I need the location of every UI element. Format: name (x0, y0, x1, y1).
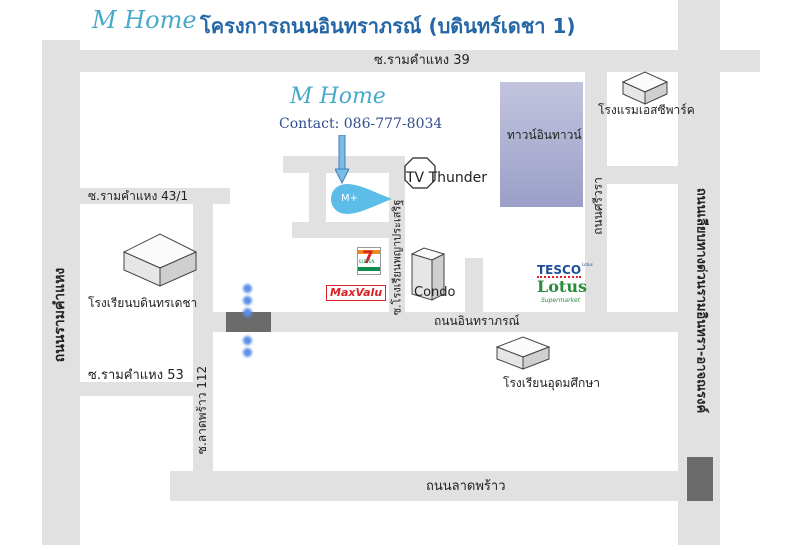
road-intharaporn (193, 312, 678, 332)
label-intharaporn: ถนนอินทราภรณ์ (434, 314, 520, 328)
town-in-town-label: ทาวน์อินทาวน์ (507, 128, 582, 142)
condo-building-icon (410, 247, 446, 301)
contact-phone: Contact: 086-777-8034 (279, 116, 443, 132)
town-in-town-block (500, 82, 583, 207)
intersection-bridge (226, 312, 271, 332)
label-ramkhamhaeng: ถนนรามคำแหง (52, 267, 68, 363)
seven-eleven-stripe-green (358, 267, 380, 271)
header-logo: M Home (92, 6, 197, 34)
seven-eleven-logo: 7 ELEVEN (357, 247, 381, 275)
home-pin-icon (331, 184, 392, 214)
road-ramkhamhaeng (42, 40, 80, 545)
road-soi-ramkhamhaeng-39 (42, 50, 760, 72)
label-soi-43-1: ซ.รามคำแหง 43/1 (88, 189, 189, 203)
traffic-dot (243, 308, 252, 317)
udomsuksa-school-icon (495, 336, 551, 370)
road-project-soi-left (309, 156, 326, 238)
label-soi-53: ซ.รามคำแหง 53 (88, 368, 184, 383)
traffic-dot (243, 348, 252, 357)
tesco-small-text: Lotus (582, 262, 593, 267)
label-soi-39: ซ.รามคำแหง 39 (374, 53, 470, 68)
road-soi-43-1 (80, 188, 230, 204)
seven-eleven-text: ELEVEN (359, 259, 375, 264)
road-ladprao (170, 471, 678, 501)
lotus-logo: Lotus (537, 277, 587, 296)
bodindecha-school-icon (122, 233, 198, 287)
expressway-bridge (687, 457, 713, 501)
label-ladprao: ถนนลาดพร้าว (426, 479, 506, 494)
road-project-soi-bottom (292, 222, 405, 238)
label-srivara: ถนนศรีวรา (591, 177, 605, 235)
supermarket-label: Supermarket (541, 297, 581, 304)
seven-eleven-stripe-orange (358, 250, 380, 254)
road-soi-53 (80, 382, 196, 396)
seven-eleven-numeral: 7 (362, 248, 374, 268)
udomsuksa-school-label: โรงเรียนอุดมศึกษา (503, 376, 600, 390)
tv-thunder-label: TV Thunder (406, 170, 488, 186)
condo-label: Condo (414, 285, 456, 300)
home-pin-label: M+ (341, 193, 359, 204)
bodindecha-school-label: โรงเรียนบดินทรเดชา (88, 296, 198, 310)
home-logo: M Home (290, 84, 386, 109)
road-srivara-branch (607, 166, 678, 184)
road-condo-soi (465, 258, 483, 314)
traffic-dot (243, 336, 252, 345)
road-srivara (585, 72, 607, 314)
traffic-dot (243, 296, 252, 305)
hotel-label: โรงแรมเอสซีพาร์ค (598, 103, 695, 117)
traffic-dot (243, 284, 252, 293)
label-soi-ladprao-112: ซ.ลาดพร้าว 112 (195, 365, 209, 455)
page-title: โครงการถนนอินทราภรณ์ (บดินทร์เดชา 1) (200, 14, 576, 38)
hotel-building-icon (621, 71, 669, 105)
direction-arrow-icon (335, 135, 349, 185)
label-expressway: ถนนเลียบทางด่วนรามอินทรา-อาจณรงค์ (693, 187, 709, 414)
road-expressway (678, 0, 720, 545)
maxvalu-logo: MaxValu (326, 285, 387, 302)
tesco-logo: TESCO (537, 263, 582, 278)
tv-thunder-octagon-icon (404, 157, 436, 189)
